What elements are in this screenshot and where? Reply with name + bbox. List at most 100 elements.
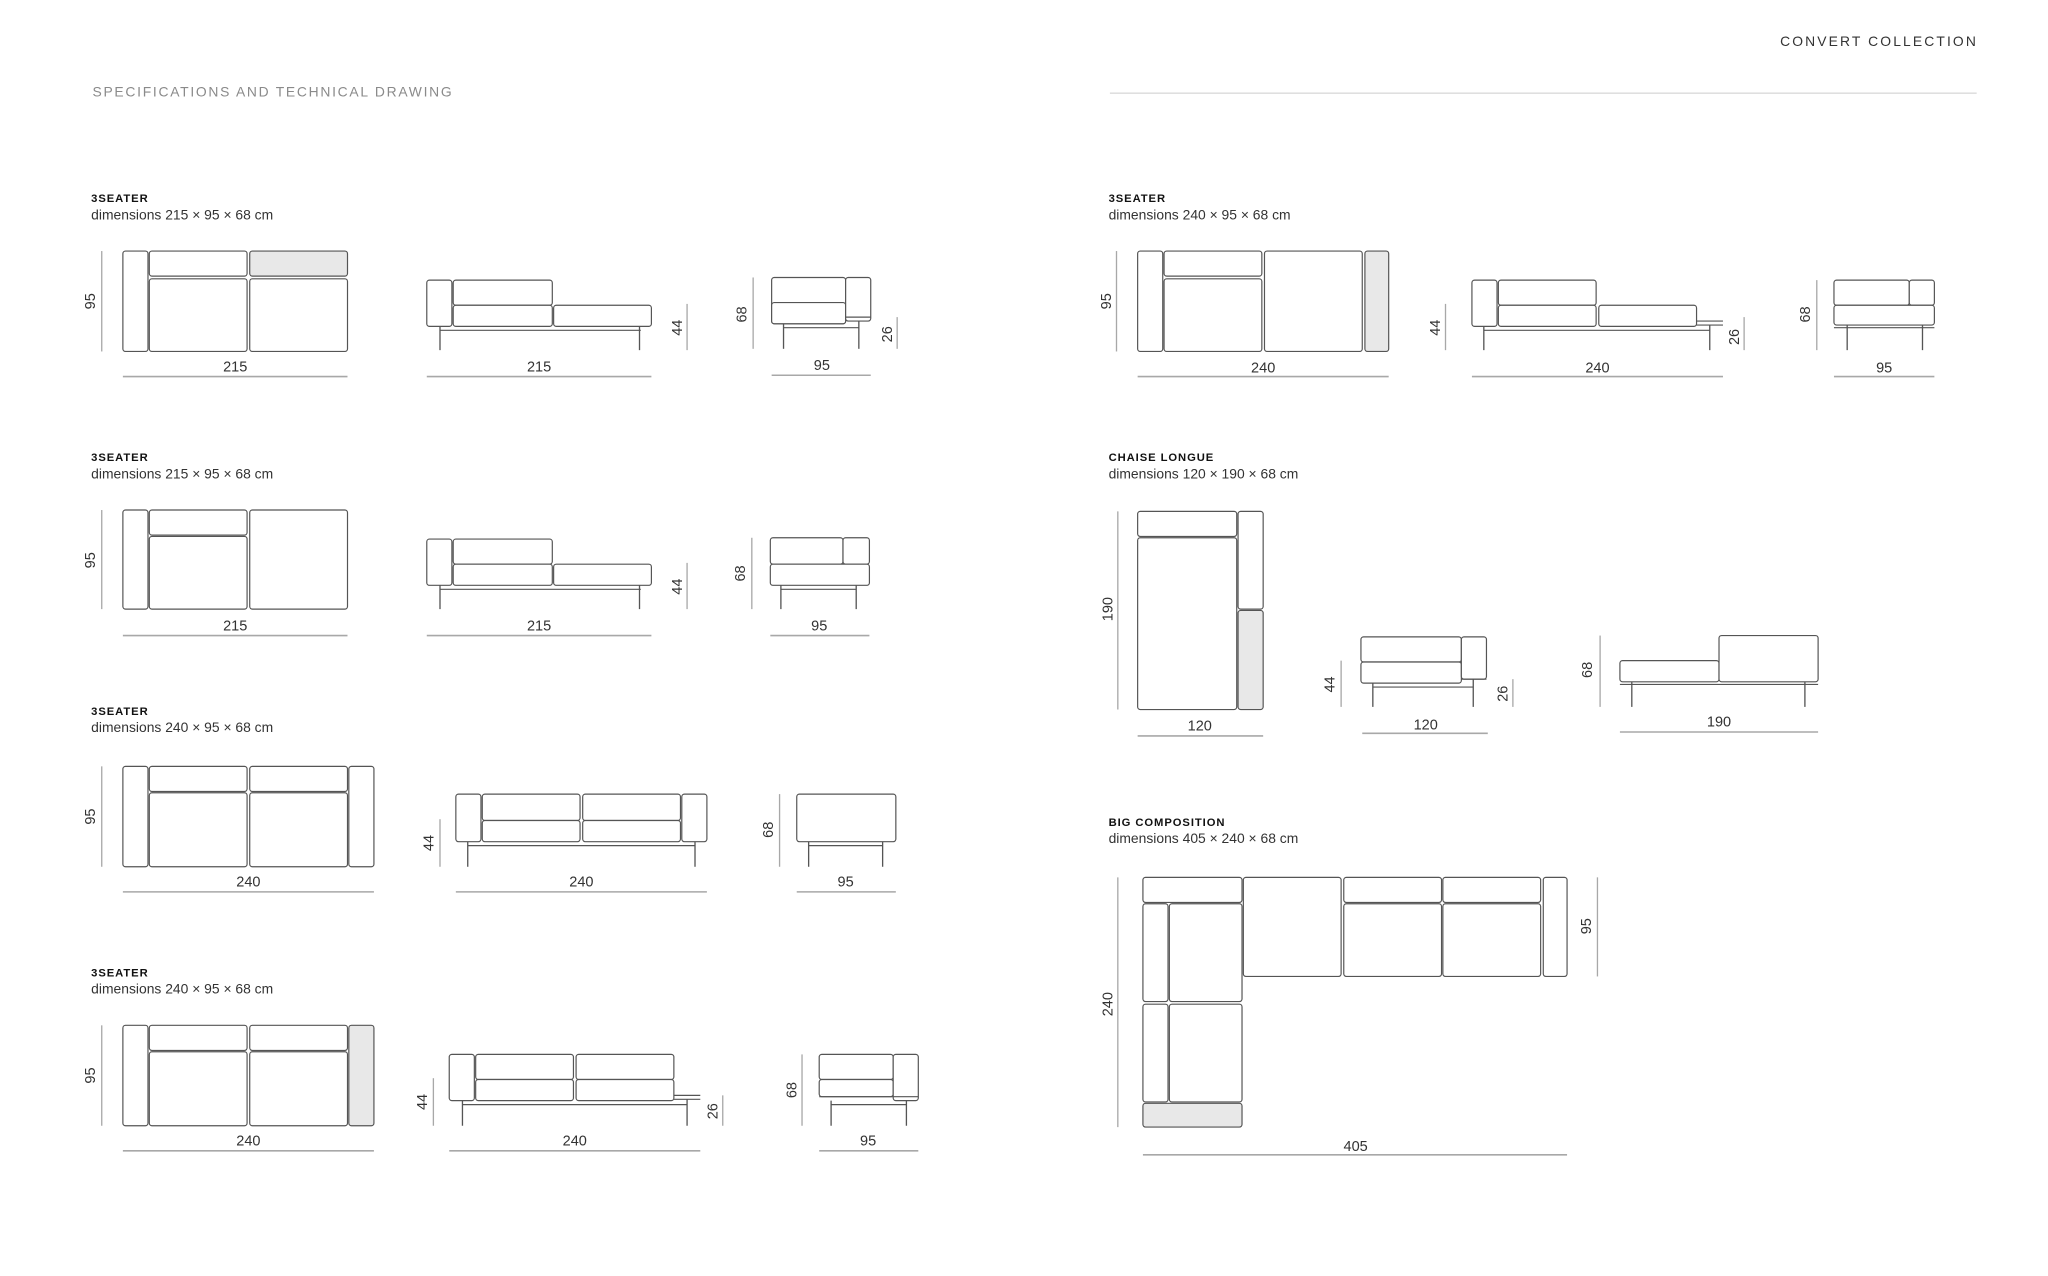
- cushion: [249, 1051, 349, 1127]
- cushion: [148, 765, 248, 793]
- product-heading: 3SEATER dimensions 215 × 95 × 68 cm: [91, 192, 273, 224]
- armrest: [842, 537, 871, 565]
- cushion: [818, 1053, 894, 1081]
- depth-label: 95: [83, 552, 99, 568]
- cushion: [481, 793, 581, 822]
- cushion: [148, 535, 248, 610]
- cushion: [249, 1024, 349, 1052]
- product-dimensions: dimensions 120 × 190 × 68 cm: [1108, 466, 1299, 483]
- product-heading: 3SEATER dimensions 240 × 95 × 68 cm: [1109, 192, 1291, 224]
- product-name: BIG COMPOSITION: [1108, 815, 1226, 829]
- armrest: [122, 1024, 149, 1127]
- depth-label: 240: [1101, 992, 1117, 1016]
- height-label: 68: [761, 822, 777, 838]
- depth-label: 95: [1099, 293, 1115, 309]
- depth-label: 95: [83, 808, 99, 824]
- cushion: [249, 509, 349, 610]
- width-label: 120: [1414, 717, 1438, 733]
- product-name: 3SEATER: [1108, 191, 1167, 205]
- highlighted-cushion: [1142, 1102, 1243, 1128]
- cushion: [148, 1051, 248, 1127]
- depth-label: 95: [83, 1067, 99, 1083]
- height-label: 44: [670, 320, 686, 336]
- armrest: [348, 765, 375, 868]
- cushion: [452, 538, 553, 565]
- top-view-drawing: 240 95 405: [1101, 876, 1599, 1156]
- module-depth-label: 95: [1579, 918, 1595, 934]
- armrest: [122, 765, 149, 868]
- cushion: [1442, 903, 1542, 978]
- arm-height-label: 26: [705, 1103, 721, 1119]
- product-heading: 3SEATER dimensions 240 × 95 × 68 cm: [91, 704, 273, 736]
- cushion: [769, 563, 871, 586]
- armrest: [681, 793, 708, 843]
- cushion: [796, 793, 897, 843]
- cushion: [1343, 876, 1443, 904]
- product-dimensions: dimensions 240 × 95 × 68 cm: [91, 720, 274, 736]
- cushion: [1142, 876, 1243, 904]
- width-label: 240: [569, 875, 593, 891]
- cushion: [249, 792, 349, 868]
- width-label: 215: [223, 359, 247, 375]
- front-view-drawing: 68 95: [1798, 279, 1935, 378]
- cushion: [818, 1078, 894, 1098]
- cushion: [148, 792, 248, 868]
- armrest: [1542, 876, 1568, 978]
- cushion: [148, 278, 248, 353]
- height-label: 68: [1798, 306, 1814, 322]
- height-label: 44: [421, 835, 437, 851]
- width-label: 95: [811, 618, 827, 634]
- product-name: 3SEATER: [91, 191, 149, 205]
- cushion: [1598, 304, 1698, 327]
- width-label: 95: [1876, 361, 1892, 377]
- armrest: [1142, 903, 1169, 1003]
- height-label: 44: [1323, 676, 1339, 692]
- height-label: 44: [1428, 320, 1444, 336]
- cushion: [771, 301, 847, 325]
- width-label: 240: [236, 1134, 260, 1150]
- cushion: [1833, 279, 1910, 306]
- cushion: [1442, 876, 1542, 904]
- cushion: [1163, 278, 1263, 353]
- armrest: [1137, 250, 1164, 353]
- collection-title: CONVERT COLLECTION: [1780, 34, 1978, 51]
- width-label: 240: [563, 1134, 587, 1150]
- armrest: [1237, 510, 1264, 610]
- page-title: SPECIFICATIONS AND TECHNICAL DRAWING: [92, 84, 454, 101]
- highlighted-cushion: [249, 250, 349, 277]
- width-label: 215: [527, 618, 551, 634]
- cushion: [452, 279, 553, 306]
- cushion: [475, 1053, 575, 1081]
- cushion: [481, 819, 581, 843]
- armrest: [1471, 279, 1498, 327]
- product-dimensions: dimensions 240 × 95 × 68 cm: [91, 981, 274, 998]
- cushion: [1833, 304, 1935, 326]
- cushion: [553, 304, 652, 327]
- height-label: 68: [785, 1082, 801, 1098]
- armrest: [845, 276, 872, 322]
- cushion: [1497, 279, 1597, 306]
- width-label: 405: [1344, 1139, 1368, 1155]
- cushion: [148, 1024, 248, 1052]
- width-label: 215: [223, 618, 247, 634]
- cushion: [582, 793, 682, 822]
- product-name: 3SEATER: [91, 704, 149, 718]
- width-label: 240: [1251, 361, 1275, 377]
- cushion: [575, 1053, 675, 1081]
- armrest: [426, 279, 453, 327]
- armrest: [448, 1053, 475, 1102]
- armrest: [1460, 636, 1488, 680]
- cushion: [575, 1078, 675, 1102]
- cushion: [1343, 903, 1443, 978]
- top-view-drawing: 95 240: [1099, 250, 1390, 378]
